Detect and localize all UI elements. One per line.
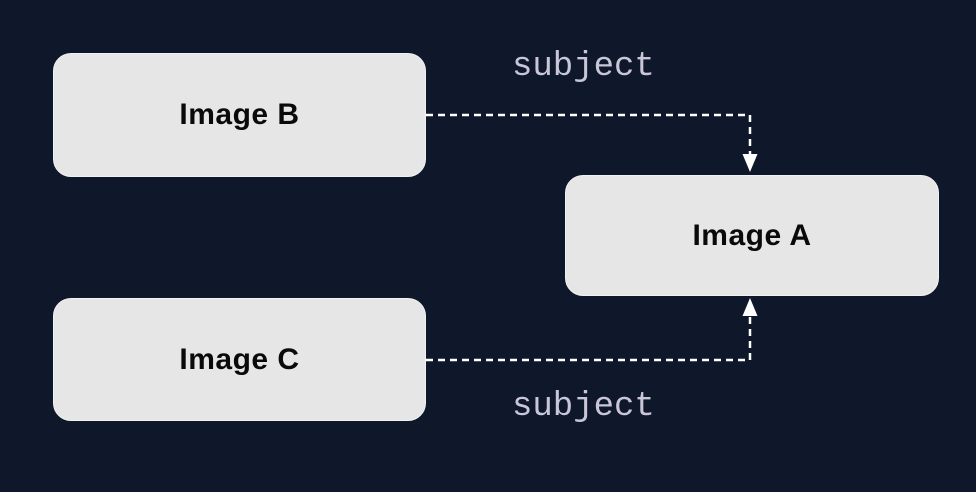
edge-b-to-a-line [426,113,752,156]
edge-label-subject-bottom: subject [512,388,655,426]
node-image-a-label: Image A [692,218,812,252]
node-image-b: Image B [53,53,426,177]
edge-label-subject-top: subject [512,48,655,86]
node-image-c-label: Image C [179,342,300,376]
edge-c-to-a-arrowhead-up [742,298,758,316]
node-image-a: Image A [565,175,939,296]
edge-c-to-a-line [426,317,752,362]
edge-b-to-a-arrowhead-down [742,154,758,172]
node-image-b-label: Image B [179,98,300,131]
node-image-c: Image C [53,298,426,421]
